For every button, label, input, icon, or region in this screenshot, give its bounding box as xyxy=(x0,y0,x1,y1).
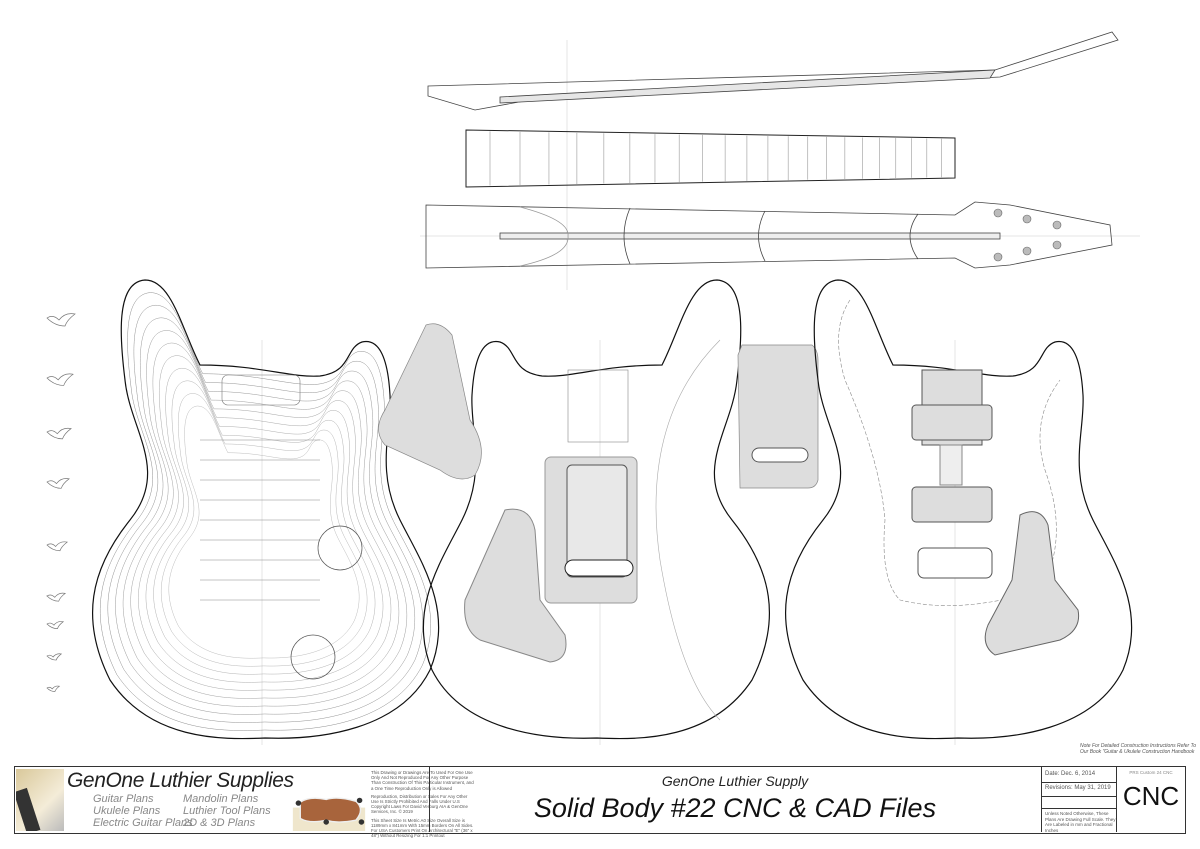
plan-list-1: Guitar Plans Ukulele Plans Electric Guit… xyxy=(93,793,193,829)
bird-inlay xyxy=(46,685,61,692)
divider xyxy=(1041,782,1116,783)
neck-side-view xyxy=(427,31,1119,111)
contour-line xyxy=(168,405,360,659)
fretboard-view xyxy=(465,129,956,188)
divider xyxy=(1041,808,1116,809)
plan-list-2: Mandolin Plans Luthier Tool Plans 2D & 3… xyxy=(183,793,271,829)
legal-paragraph: Reproduction, Distribution or Sales For … xyxy=(371,793,468,815)
bird-inlay xyxy=(46,621,65,629)
construction-note: Note For Detailed Construction Instructi… xyxy=(1080,743,1196,755)
contour-line xyxy=(137,355,392,691)
divider xyxy=(429,767,430,832)
plan-type: 2D & 3D Plans xyxy=(183,817,256,829)
guitar-photo xyxy=(16,769,64,831)
body-contour-view xyxy=(91,279,440,740)
plan-type: Ukulele Plans xyxy=(93,805,161,817)
bird-inlay xyxy=(46,427,72,440)
title-block: GenOne Luthier Supplies Guitar Plans Uku… xyxy=(14,766,1186,838)
company-name: GenOne Luthier Supply xyxy=(661,773,809,789)
contour-line xyxy=(160,393,368,667)
plan-type: Guitar Plans xyxy=(93,793,154,805)
drawing-title: Solid Body #22 CNC & CAD Files xyxy=(533,793,937,823)
model-name: PRS Custom 24 CNC xyxy=(1129,770,1173,775)
plan-type: Electric Guitar Plans xyxy=(93,817,193,829)
logo-area: GenOne Luthier Supplies Guitar Plans Uku… xyxy=(15,767,474,838)
bird-inlay xyxy=(46,313,76,327)
contour-line xyxy=(145,367,384,683)
legal-paragraph: This Sheet Size Is Metric A0 Size Overal… xyxy=(371,817,474,839)
body-top-view xyxy=(784,279,1133,740)
divider xyxy=(1041,767,1042,832)
contour-line xyxy=(153,380,376,675)
revisions: Revisions: May 31, 2019 xyxy=(1045,785,1111,791)
legal-text: This Drawing or Drawings Are To Used For… xyxy=(371,770,476,841)
bird-inlay xyxy=(46,373,74,386)
legal-paragraph: This Drawing or Drawings Are To Used For… xyxy=(371,770,474,791)
bird-inlay xyxy=(46,541,68,552)
bird-inlay xyxy=(46,653,63,661)
bird-inlay xyxy=(46,592,67,602)
mold-photo xyxy=(292,797,366,831)
bird-inlays xyxy=(46,313,76,692)
scale-note: Unless Noted Otherwise, These Plans Are … xyxy=(1045,811,1116,833)
neck-top-view xyxy=(425,201,1113,269)
body-back-view xyxy=(378,279,819,740)
plan-type: Mandolin Plans xyxy=(183,793,259,805)
bird-inlay xyxy=(46,478,70,489)
sheet-code: CNC xyxy=(1122,781,1180,811)
contour-line xyxy=(107,304,424,723)
divider xyxy=(1116,767,1117,832)
date: Date: Dec. 6, 2014 xyxy=(1045,771,1096,777)
plan-type: Luthier Tool Plans xyxy=(183,805,271,817)
brand-name: GenOne Luthier Supplies xyxy=(67,769,294,792)
divider xyxy=(1041,796,1116,797)
